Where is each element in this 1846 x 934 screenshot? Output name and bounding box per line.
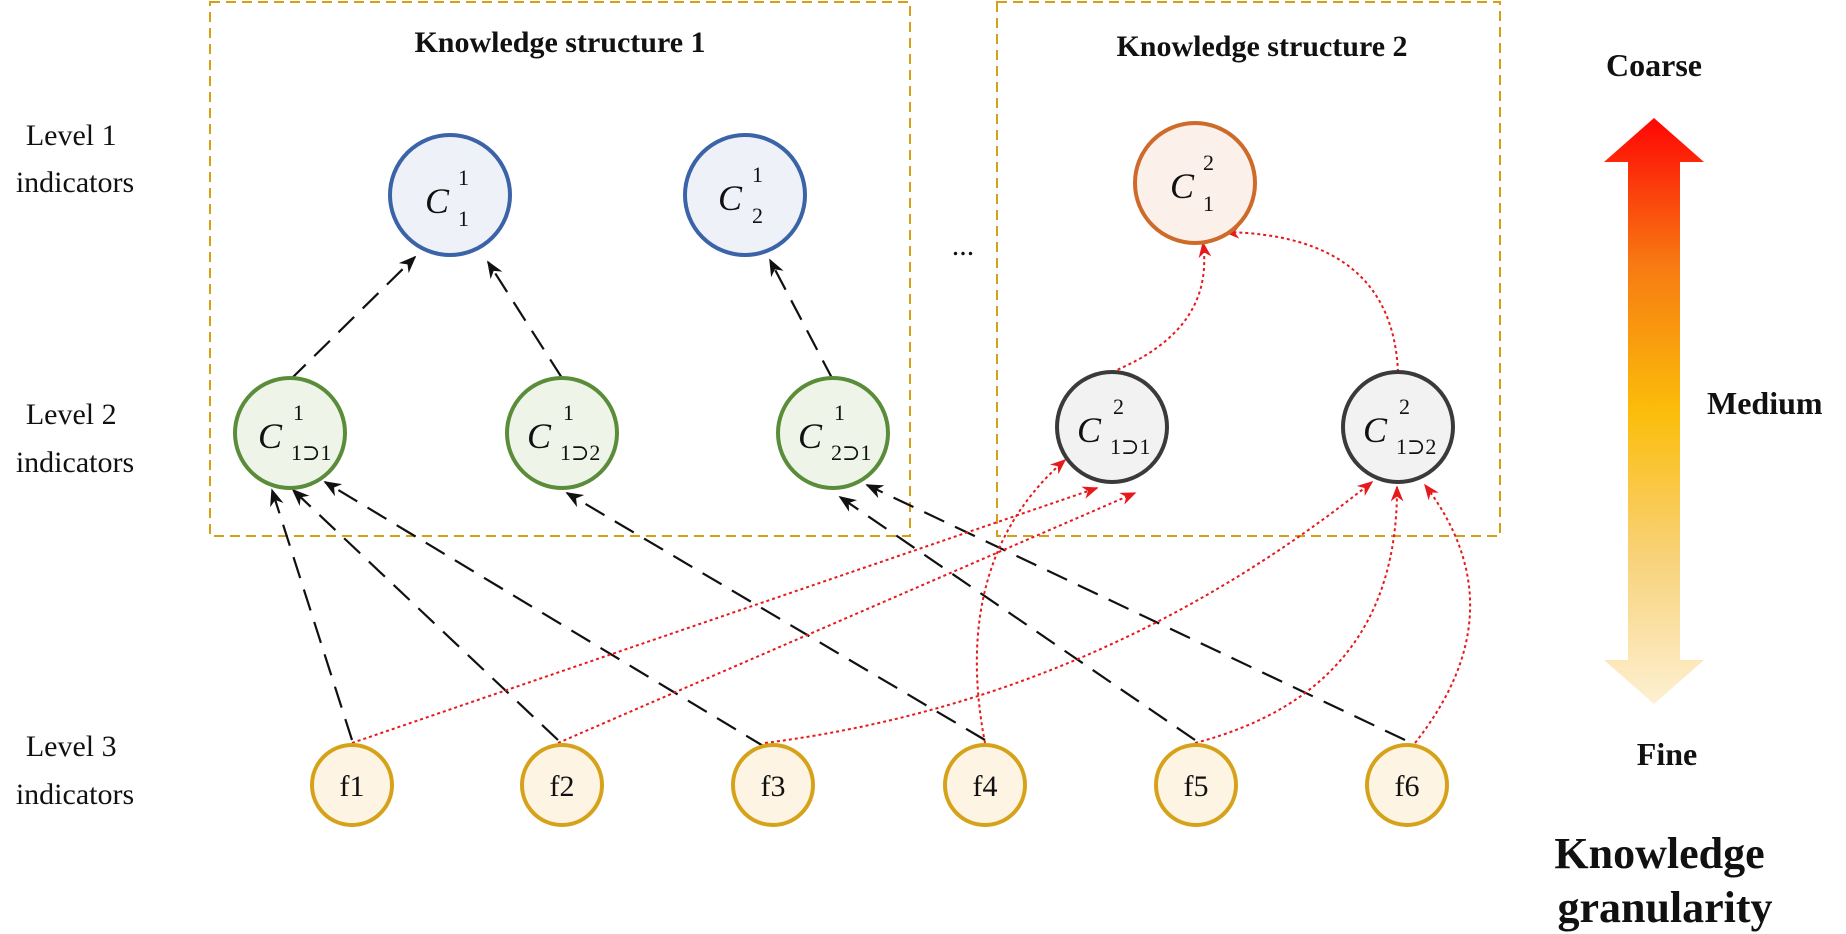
edge-f1-to-c211 xyxy=(351,486,1099,744)
structure-1-edges xyxy=(270,255,1406,748)
node-c2-1sup2: C 2 1⊃2 xyxy=(1341,370,1455,484)
structure-2-edges xyxy=(351,225,1471,744)
svg-text:1: 1 xyxy=(293,400,304,425)
svg-text:2: 2 xyxy=(752,203,763,228)
svg-text:C: C xyxy=(798,416,823,456)
svg-text:1⊃1: 1⊃1 xyxy=(291,440,331,465)
edge-f3-to-c111 xyxy=(323,481,766,748)
edge-f3-to-c212 xyxy=(764,480,1374,744)
svg-text:C: C xyxy=(425,181,450,221)
edge-f1-to-c111 xyxy=(270,488,354,741)
node-f5: f5 xyxy=(1154,743,1238,827)
edge-f6-to-c212 xyxy=(1414,483,1471,744)
svg-text:f3: f3 xyxy=(761,770,786,803)
node-f1: f1 xyxy=(310,743,394,827)
edge-f5-to-c121 xyxy=(838,496,1196,741)
svg-text:1: 1 xyxy=(458,206,469,231)
svg-text:2: 2 xyxy=(1203,150,1214,175)
svg-text:f2: f2 xyxy=(550,770,575,803)
edge-f4-to-c211 xyxy=(975,458,1067,744)
svg-text:2: 2 xyxy=(1399,394,1410,419)
edge-c211-to-c21 xyxy=(1111,241,1212,373)
node-c1-1sup2: C 1 1⊃2 xyxy=(505,376,619,490)
svg-text:C: C xyxy=(718,178,743,218)
granularity-medium-label: Medium xyxy=(1707,385,1823,421)
svg-text:1⊃2: 1⊃2 xyxy=(560,440,600,465)
granularity-arrow xyxy=(1604,118,1704,704)
svg-text:1: 1 xyxy=(1203,191,1214,216)
node-c2-1sup1: C 2 1⊃1 xyxy=(1055,370,1169,484)
edge-c112-to-c11 xyxy=(487,260,563,379)
svg-text:1⊃2: 1⊃2 xyxy=(1396,434,1436,459)
node-c1-2sup1: C 1 2⊃1 xyxy=(776,376,890,490)
level-1-label: Level 1 indicators xyxy=(16,119,134,199)
structure-ellipsis: ... xyxy=(952,229,975,262)
granularity-fine-label: Fine xyxy=(1637,736,1697,772)
svg-text:C: C xyxy=(1170,166,1195,206)
edge-f5-to-c212 xyxy=(1194,485,1404,744)
edge-f6-to-c121 xyxy=(865,484,1406,741)
svg-text:f5: f5 xyxy=(1184,770,1209,803)
svg-text:2⊃1: 2⊃1 xyxy=(831,440,871,465)
node-f6: f6 xyxy=(1365,743,1449,827)
node-c1-2: C 1 2 xyxy=(683,133,807,257)
knowledge-granularity-title: Knowledge granularity xyxy=(1554,829,1775,932)
node-f3: f3 xyxy=(731,743,815,827)
svg-text:f6: f6 xyxy=(1395,770,1420,803)
svg-text:2: 2 xyxy=(1113,394,1124,419)
svg-text:C: C xyxy=(527,416,552,456)
knowledge-structure-2-box xyxy=(996,1,1501,537)
level-3-label: Level 3 indicators xyxy=(16,730,134,811)
svg-text:f1: f1 xyxy=(340,770,365,803)
node-f2: f2 xyxy=(520,743,604,827)
svg-text:1: 1 xyxy=(563,400,574,425)
svg-text:C: C xyxy=(1077,410,1102,450)
edge-f2-to-c211 xyxy=(557,492,1137,744)
svg-text:1: 1 xyxy=(458,165,469,190)
knowledge-structure-1-title: Knowledge structure 1 xyxy=(414,26,705,59)
edge-c121-to-c12 xyxy=(769,258,834,381)
knowledge-structure-1-box xyxy=(209,1,911,537)
edge-c212-to-c21 xyxy=(1223,225,1399,373)
level-2-label: Level 2 indicators xyxy=(16,398,134,479)
node-f4: f4 xyxy=(943,743,1027,827)
svg-text:f4: f4 xyxy=(973,770,998,803)
edge-f4-to-c112 xyxy=(565,492,986,741)
svg-text:1: 1 xyxy=(834,400,845,425)
edge-f2-to-c111 xyxy=(291,488,559,741)
node-c2-1: C 2 1 xyxy=(1133,121,1257,245)
edge-c111-to-c11 xyxy=(289,255,417,381)
svg-text:1: 1 xyxy=(752,162,763,187)
node-c1-1: C 1 1 xyxy=(388,133,512,257)
svg-text:C: C xyxy=(258,416,283,456)
knowledge-structure-2-title: Knowledge structure 2 xyxy=(1116,30,1407,63)
svg-text:1⊃1: 1⊃1 xyxy=(1110,434,1150,459)
granularity-coarse-label: Coarse xyxy=(1606,47,1702,83)
node-c1-1sup1: C 1 1⊃1 xyxy=(233,376,347,490)
svg-text:C: C xyxy=(1363,410,1388,450)
